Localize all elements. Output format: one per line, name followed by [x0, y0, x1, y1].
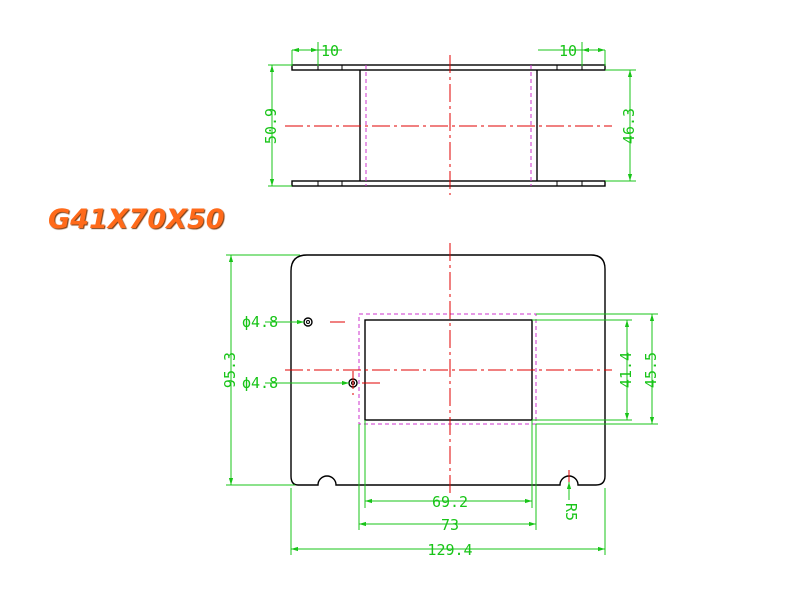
plate-outline: [290, 254, 606, 486]
part-title: G41X70X50: [48, 204, 225, 235]
dim-top-right-width: 10: [559, 42, 577, 60]
dim-overall-width: 129.4: [427, 541, 472, 559]
outer-window-hidden: [358, 313, 537, 425]
mount-hole-1: [303, 317, 313, 327]
dim-outer-window-height: 45.5: [642, 352, 660, 388]
dim-top-right-height: 46.3: [620, 108, 638, 144]
dim-outer-window-width: 73: [441, 516, 459, 534]
dim-top-left-height: 50.9: [262, 108, 280, 144]
dim-overall-height: 95.3: [221, 352, 239, 388]
dim-radius: R5: [562, 503, 580, 521]
center-window: [364, 319, 533, 421]
top-view: 10 10 50.9 46.3: [262, 42, 638, 195]
top-flange-lower: [291, 180, 606, 187]
dim-top-left-width: 10: [321, 42, 339, 60]
dim-window-height: 41.4: [617, 352, 635, 388]
dim-hole-2: ϕ4.8: [242, 374, 278, 392]
dim-window-width: 69.2: [432, 493, 468, 511]
front-view: ϕ4.8 ϕ4.8 95.3 41.4 45.5 69.2 73 12: [221, 243, 660, 559]
top-flange-upper: [291, 64, 606, 71]
dim-hole-1: ϕ4.8: [242, 313, 278, 331]
